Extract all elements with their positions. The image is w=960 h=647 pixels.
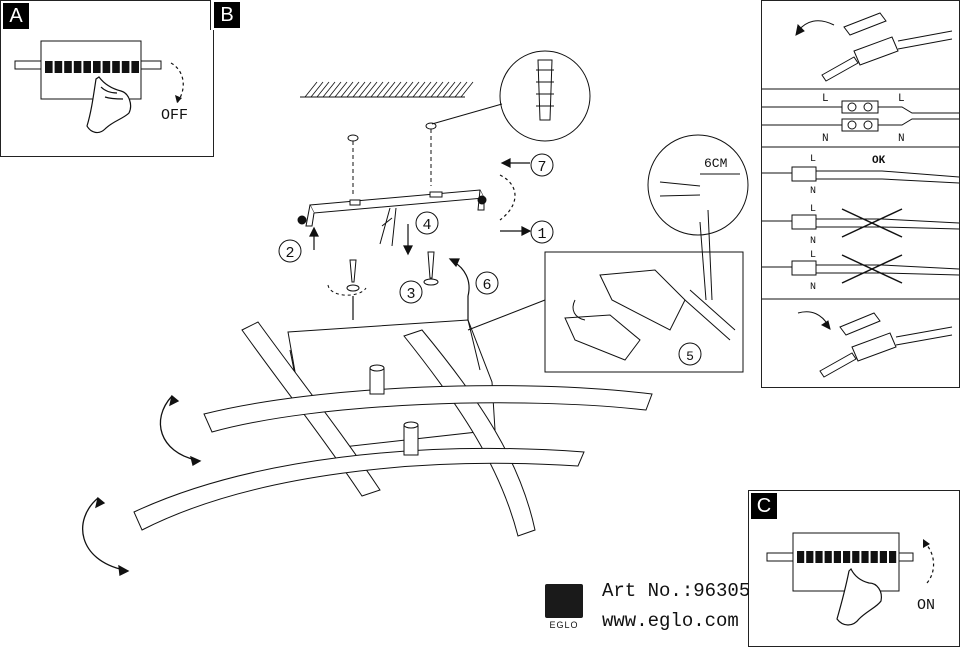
eglo-logo-text: EGLO	[549, 620, 579, 630]
panel-b-tag: B	[214, 2, 240, 28]
row3-neutral-label: N	[810, 282, 816, 293]
row1-neutral-label: N	[810, 186, 816, 197]
mounting-bracket	[305, 189, 485, 247]
breaker-switch	[45, 61, 53, 73]
breaker-switch	[64, 61, 72, 73]
terminal-neutral-label-right: N	[898, 133, 905, 145]
breaker-switch	[73, 61, 82, 73]
breaker-switch	[131, 61, 139, 73]
ok-label: OK	[872, 155, 886, 167]
breaker-box-on-illustration	[766, 532, 935, 626]
breaker-switch	[843, 551, 851, 563]
breaker-switch	[112, 61, 120, 73]
rotation-arrows	[82, 394, 202, 576]
row2-neutral-label: N	[810, 236, 816, 247]
cable-length-label: 6CM	[704, 156, 727, 171]
breaker-switch	[879, 551, 887, 563]
breaker-switch	[797, 551, 805, 563]
panel-a-power-off: A OFF	[0, 0, 214, 157]
terminal-live-label-left: L	[822, 93, 829, 105]
panel-c-tag: C	[751, 493, 777, 519]
breaker-switch	[833, 551, 841, 563]
terminal-detail-box	[467, 251, 744, 373]
breaker-switch	[861, 551, 869, 563]
lamp-arms	[133, 321, 653, 537]
breaker-switch	[54, 61, 63, 73]
website-url: www.eglo.com	[602, 610, 739, 632]
breaker-switch	[870, 551, 878, 563]
breaker-switch	[93, 61, 101, 73]
step-2-label: 2	[285, 245, 294, 262]
breaker-switch	[806, 551, 814, 563]
panel-c-power-on: C ON	[748, 490, 960, 647]
wall-plug-detail	[431, 50, 591, 142]
breaker-switch	[824, 551, 832, 563]
breaker-switch	[889, 551, 897, 563]
terminal-live-label-right: L	[898, 93, 905, 105]
wire-strip-detail	[647, 134, 749, 301]
step-5-label: 5	[686, 349, 694, 364]
breaker-box-off-illustration	[14, 40, 184, 134]
breaker-switch	[121, 61, 130, 73]
panel-a-tag: A	[3, 3, 29, 29]
step-3-label: 3	[406, 286, 415, 303]
step-6-label: 6	[482, 277, 491, 294]
wiring-steps-illustration: L L N N OK L N L N L N	[762, 12, 959, 378]
eglo-logo-mark	[545, 584, 583, 618]
eglo-logo: EGLO	[545, 584, 583, 632]
off-label: OFF	[161, 107, 189, 124]
ceiling-hatching	[300, 81, 474, 98]
on-label: ON	[917, 597, 936, 614]
row1-live-label: L	[810, 154, 816, 165]
breaker-switch	[815, 551, 823, 563]
terminal-neutral-label-left: N	[822, 133, 829, 145]
row2-live-label: L	[810, 204, 816, 215]
breaker-switch	[83, 61, 91, 73]
step-4-label: 4	[422, 217, 431, 234]
loose-screws	[327, 251, 439, 296]
step-7-label: 7	[537, 159, 546, 176]
row3-live-label: L	[810, 250, 816, 261]
breaker-switch	[852, 551, 860, 563]
panel-b-assembly: B	[210, 0, 762, 30]
step-circles	[278, 153, 702, 366]
panel-wiring: L L N N OK L N L N L N	[761, 0, 960, 388]
article-number: Art No.:96305	[602, 580, 751, 602]
step-arrows	[309, 158, 532, 320]
breaker-switch	[102, 61, 111, 73]
step-1-label: 1	[537, 226, 546, 243]
